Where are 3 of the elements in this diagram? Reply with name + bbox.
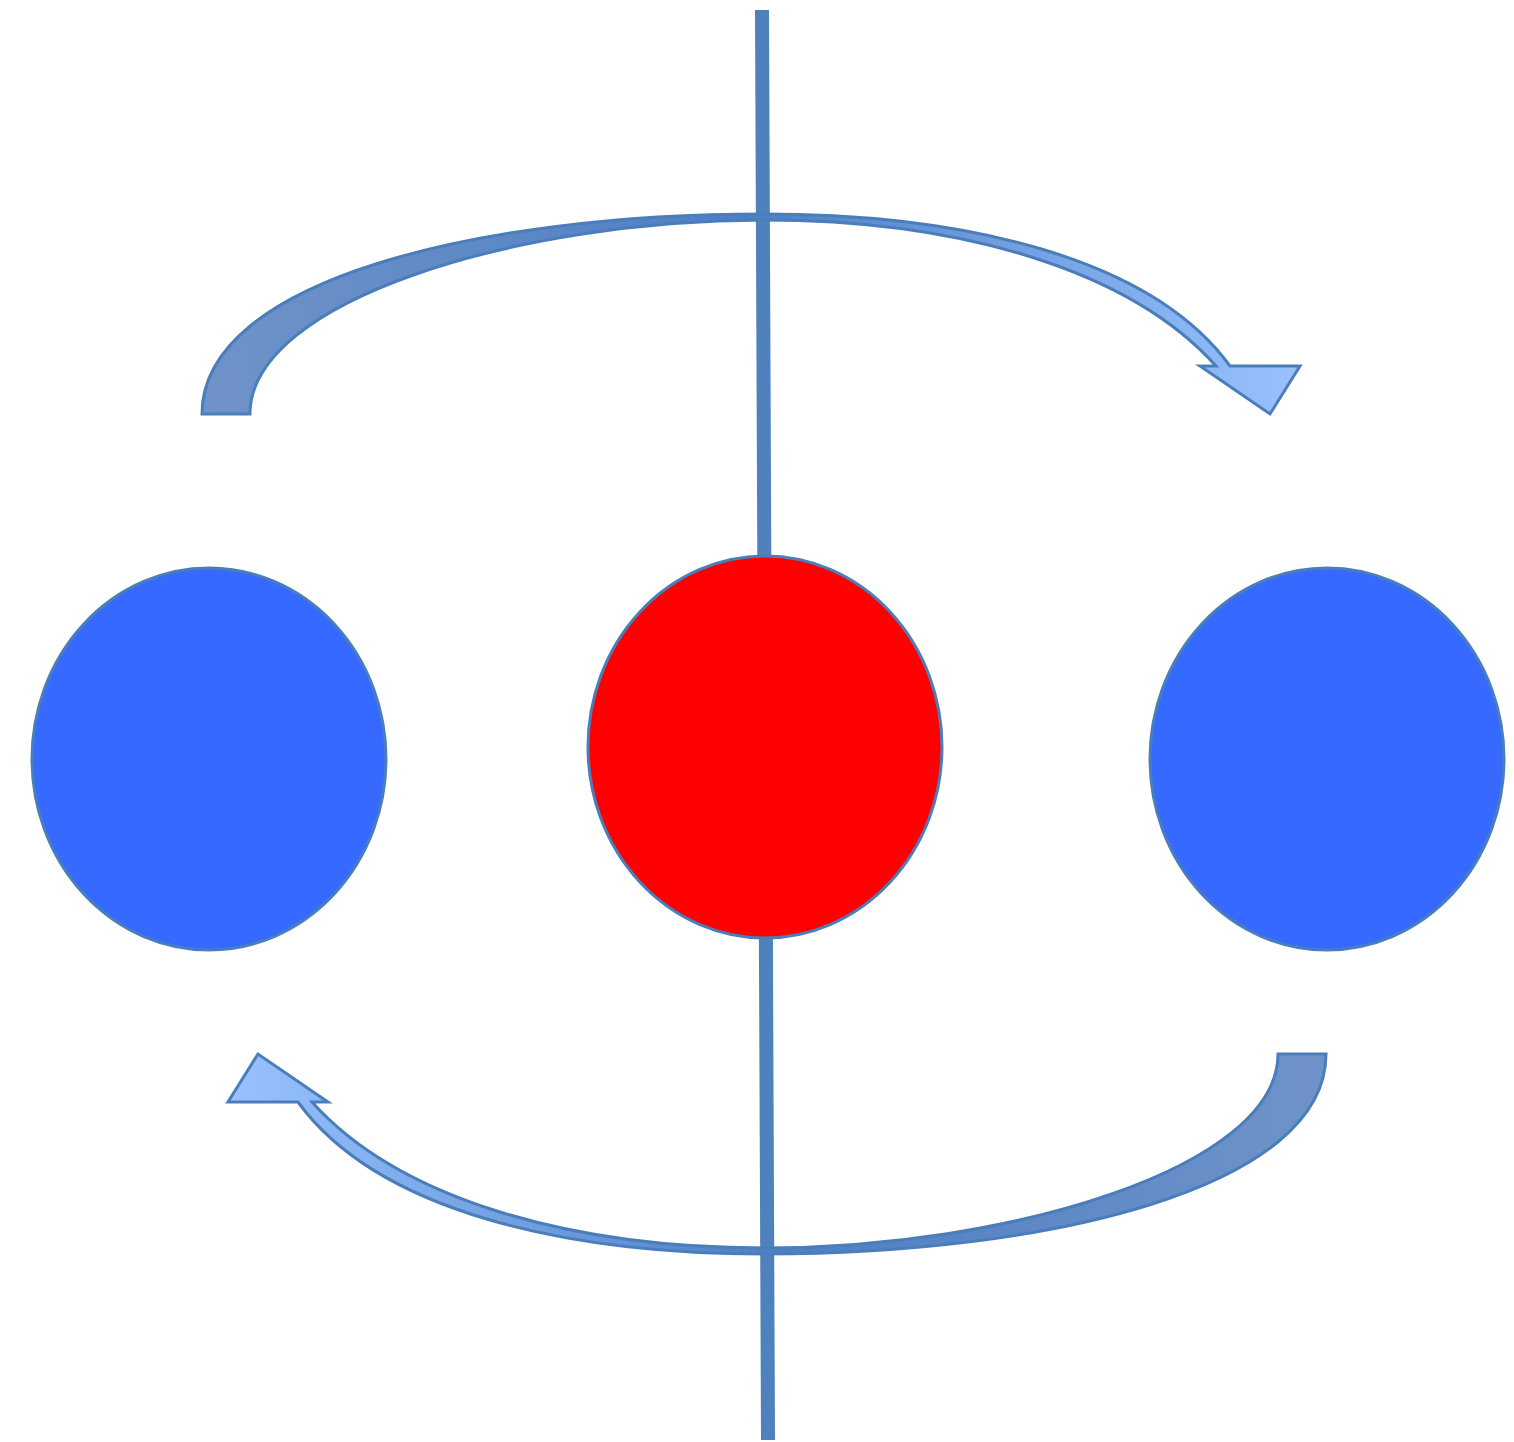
circle bbox=[30, 566, 388, 952]
circle bbox=[586, 554, 944, 940]
circle bbox=[1148, 566, 1506, 952]
